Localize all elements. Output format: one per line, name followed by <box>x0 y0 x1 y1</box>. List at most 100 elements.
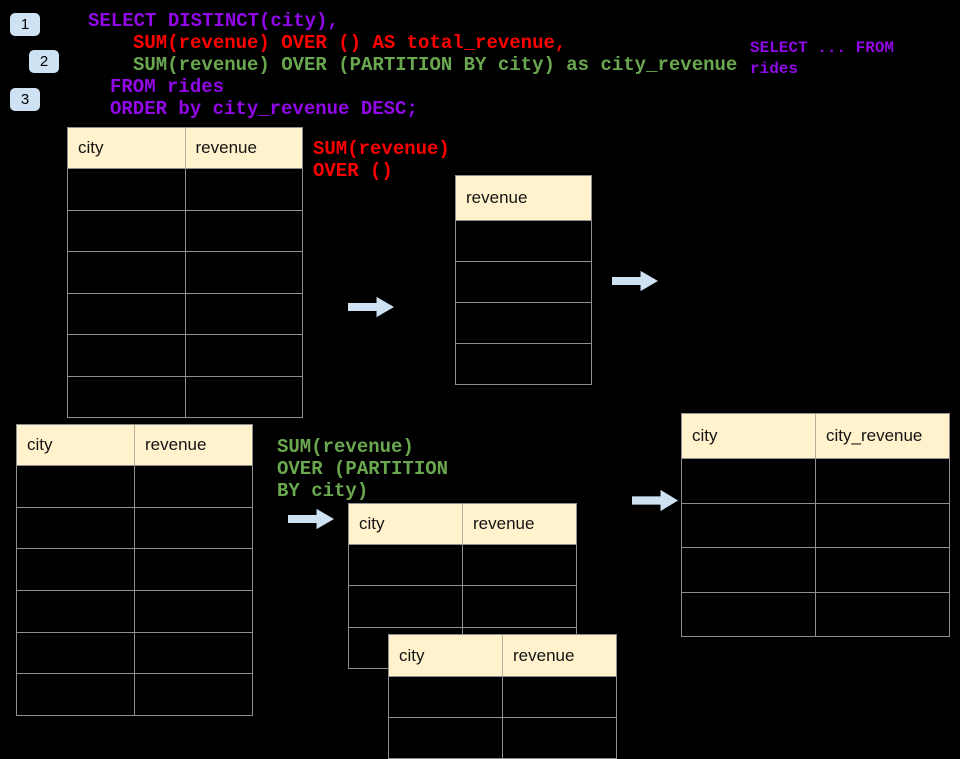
table-cell-empty <box>463 585 576 626</box>
table-row <box>68 375 302 418</box>
table-header-row: city revenue <box>389 635 616 676</box>
table-final-result: city city_revenue <box>681 413 950 637</box>
table-cell-empty <box>349 544 463 586</box>
table-row <box>349 585 576 627</box>
table-cell-empty <box>456 261 591 302</box>
table-cell-empty <box>682 458 816 503</box>
slide-canvas: 1 2 3 SELECT DISTINCT(city),SUM(revenue)… <box>10 10 950 759</box>
table-header-row: revenue <box>456 176 591 220</box>
flow-arrow-right-icon <box>612 270 658 292</box>
table-row <box>17 590 252 632</box>
code-line: BY city) <box>277 480 369 502</box>
table-cell-empty <box>17 631 135 674</box>
column-header-city: city <box>68 128 186 168</box>
table-cell-empty <box>389 717 503 758</box>
table-cell-empty <box>135 548 252 590</box>
column-header-city: city <box>349 504 463 544</box>
column-header-city_revenue: city_revenue <box>826 426 923 445</box>
code-line: SUM(revenue) OVER (PARTITION BY city) as… <box>133 54 738 76</box>
step-badge-2: 2 <box>29 50 59 73</box>
column-header-city: city <box>389 635 503 676</box>
code-line: OVER (PARTITION <box>277 458 449 480</box>
table-cell-empty <box>185 209 302 252</box>
table-cell-empty <box>185 334 302 376</box>
column-header-revenue: revenue <box>145 435 207 454</box>
code-line: SELECT DISTINCT(city), <box>88 10 339 32</box>
table-cell-empty <box>17 548 135 591</box>
table-cell-empty <box>456 220 591 261</box>
table-cell-empty <box>682 591 816 636</box>
table-cell-empty <box>68 209 186 251</box>
table-partition-mid: city revenue <box>348 503 577 669</box>
table-cell-empty <box>185 375 302 418</box>
table-cell-empty <box>185 168 302 210</box>
sql-snippet-from-rides: SELECT ... FROM rides <box>750 38 894 80</box>
table-cell-empty <box>17 465 135 507</box>
table-total-revenue-result: revenue <box>455 175 592 385</box>
table-cell-empty <box>503 717 616 758</box>
step-badge-3: 3 <box>10 88 40 111</box>
table-cell-empty <box>135 590 252 632</box>
table-row <box>17 673 252 716</box>
label-sum-over-total: SUM(revenue)OVER () <box>313 138 450 182</box>
table-row <box>17 506 252 549</box>
table-row <box>456 220 591 261</box>
table-row <box>682 458 949 503</box>
table-row <box>68 209 302 252</box>
code-line: SUM(revenue) OVER () AS total_revenue, <box>133 32 567 54</box>
table-cell-empty <box>682 547 816 592</box>
table-cell-empty <box>349 585 463 627</box>
code-line: SELECT ... FROM <box>750 39 895 57</box>
table-cell-empty <box>389 676 503 717</box>
table-row <box>68 168 302 210</box>
table-cell-empty <box>185 251 302 293</box>
column-header-city: city <box>17 425 135 465</box>
table-row <box>17 548 252 591</box>
flow-arrow-right-icon <box>348 296 394 318</box>
table-cell-empty <box>135 465 252 507</box>
table-cell-empty <box>68 334 186 376</box>
table-cell-empty <box>456 302 591 343</box>
table-row <box>682 502 949 548</box>
table-cell-empty <box>68 251 186 293</box>
table-row <box>389 717 616 758</box>
table-row <box>17 465 252 507</box>
table-cell-empty <box>68 292 186 334</box>
column-header-city: city <box>682 414 816 458</box>
sql-query-code: SELECT DISTINCT(city),SUM(revenue) OVER … <box>88 10 737 120</box>
column-header-revenue: revenue <box>513 645 575 665</box>
code-line: rides <box>750 60 799 78</box>
table-row <box>456 302 591 343</box>
table-cell-empty <box>816 502 949 548</box>
step-badge-1: 1 <box>10 13 40 36</box>
table-cell-empty <box>68 375 186 417</box>
table-cell-empty <box>816 591 949 637</box>
table-cell-empty <box>185 292 302 335</box>
table-row <box>682 547 949 592</box>
table-cell-empty <box>682 502 816 547</box>
table-row <box>456 343 591 384</box>
table-cell-empty <box>463 544 576 585</box>
table-row <box>68 292 302 335</box>
table-cell-empty <box>17 673 135 716</box>
table-row <box>456 261 591 302</box>
code-line: FROM rides <box>110 76 225 98</box>
table-cell-empty <box>17 590 135 632</box>
code-line: SUM(revenue) <box>313 138 450 160</box>
table-row <box>68 251 302 293</box>
table-cell-empty <box>816 547 949 592</box>
table-cell-empty <box>503 676 616 717</box>
table-cell-empty <box>463 626 576 668</box>
table-cell-empty <box>135 631 252 674</box>
flow-arrow-right-icon <box>288 508 334 530</box>
code-line: OVER () <box>313 160 393 182</box>
table-row <box>349 544 576 586</box>
table-row <box>68 334 302 376</box>
table-cell-empty <box>456 343 591 384</box>
column-header-revenue: revenue <box>473 514 535 533</box>
table-row <box>682 591 949 637</box>
table-partition-overlap: city revenue <box>388 634 617 759</box>
code-line: SUM(revenue) <box>277 436 414 458</box>
